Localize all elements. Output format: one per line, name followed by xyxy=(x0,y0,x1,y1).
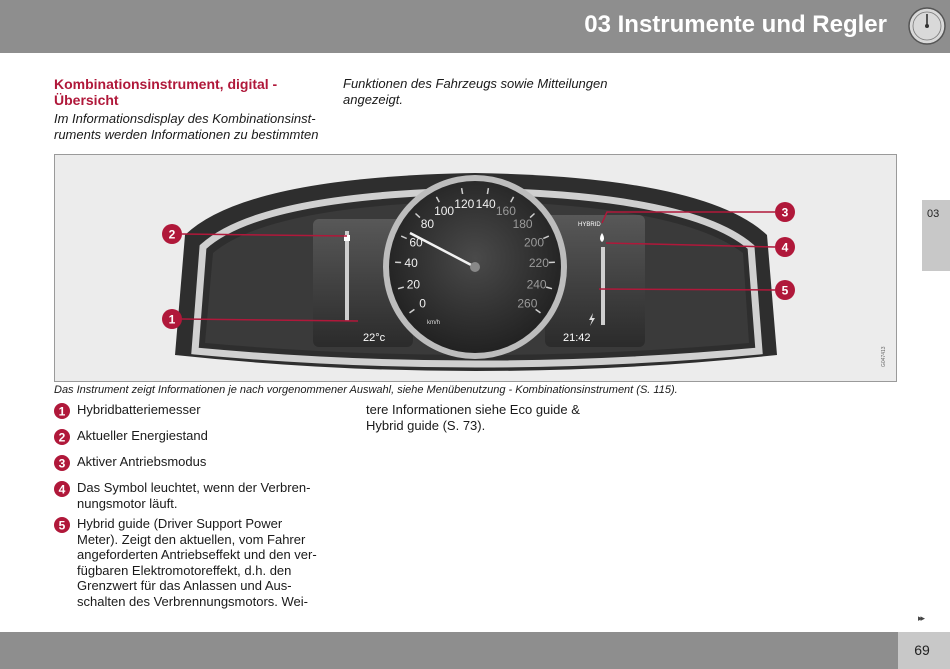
chapter-title: 03 Instrumente und Regler xyxy=(584,11,887,38)
speed-tick-mark xyxy=(546,286,553,290)
footer-page-box xyxy=(898,632,950,669)
speed-tick-mark xyxy=(397,286,404,290)
svg-text:1: 1 xyxy=(169,313,176,327)
legend-text: Aktiver Antriebsmodus xyxy=(77,454,207,469)
temperature-readout: 22°c xyxy=(363,332,386,344)
svg-text:4: 4 xyxy=(59,482,66,496)
needle-hub xyxy=(470,262,480,272)
svg-text:2: 2 xyxy=(59,430,66,444)
number-badge-icon: 2 xyxy=(54,429,70,445)
number-badge-icon: 3 xyxy=(54,455,70,471)
speed-tick-label: 0 xyxy=(419,297,426,311)
speed-tick-label: 40 xyxy=(404,256,418,270)
lightning-icon xyxy=(589,313,595,326)
speed-tick-label: 160 xyxy=(496,204,516,218)
speedometer-needle xyxy=(409,231,476,269)
svg-text:4: 4 xyxy=(782,241,789,255)
speed-tick-mark xyxy=(543,235,550,240)
speed-tick-label: 80 xyxy=(421,217,435,231)
cluster-chrome-rim xyxy=(191,187,763,368)
speed-tick-label: 180 xyxy=(513,217,533,231)
speed-tick-mark xyxy=(535,308,541,314)
legend-text: Hybridbatteriemesser xyxy=(77,402,201,417)
callout-badge-1: 1 xyxy=(162,309,182,329)
speed-tick-mark xyxy=(409,308,415,314)
combustion-engine-icon xyxy=(600,233,604,242)
speed-tick-label: 200 xyxy=(524,235,544,249)
speed-tick-label: 240 xyxy=(527,277,547,291)
callout-line-4 xyxy=(605,242,776,248)
svg-text:3: 3 xyxy=(59,456,66,470)
callout-badge-3: 3 xyxy=(775,202,795,222)
image-code: G047413 xyxy=(881,346,887,367)
callout-badge-4: 4 xyxy=(775,237,795,257)
speed-tick-label: 20 xyxy=(407,277,421,291)
hybrid-guide-bar xyxy=(601,247,605,325)
speedometer-icon xyxy=(908,7,946,45)
speed-tick-mark xyxy=(400,235,407,240)
number-badge-icon: 5 xyxy=(54,517,70,533)
speed-tick-mark xyxy=(435,196,440,203)
callout-line-3 xyxy=(601,211,775,224)
page-number: 69 xyxy=(914,642,930,658)
clock-readout: 21:42 xyxy=(563,332,591,344)
intro-text-left: Im Informationsdisplay des Kombinationsi… xyxy=(54,111,319,142)
double-arrow-right-icon: ▸▸ xyxy=(918,613,925,623)
svg-text:5: 5 xyxy=(782,284,789,298)
callout-badge-2: 2 xyxy=(162,224,182,244)
chapter-header-bar xyxy=(0,0,950,53)
speed-tick-mark xyxy=(529,212,536,219)
energy-level-marker xyxy=(344,235,350,241)
callout-line-2 xyxy=(181,233,348,237)
continued-text: tere Informationen siehe Eco guide & Hyb… xyxy=(366,402,580,433)
speed-tick-mark xyxy=(510,196,515,203)
number-badge-icon: 4 xyxy=(54,481,70,497)
right-display-panel xyxy=(545,215,645,347)
chapter-side-tab xyxy=(922,200,950,271)
figure-caption: Das Instrument zeigt Informationen je na… xyxy=(54,384,678,396)
intro-text-right: Funktionen des Fahrzeugs sowie Mitteilun… xyxy=(343,76,608,107)
battery-meter-bar xyxy=(345,231,349,321)
section-heading: Kombinationsinstrument, digital - Übersi… xyxy=(54,76,278,108)
callout-badge-5: 5 xyxy=(775,280,795,300)
drive-mode-label: HYBRID xyxy=(578,222,601,228)
speed-unit-label: km/h xyxy=(427,320,440,326)
speed-tick-mark xyxy=(414,212,421,219)
speed-tick-label: 140 xyxy=(476,197,496,211)
speed-tick-mark xyxy=(460,187,464,195)
speed-tick-mark xyxy=(486,187,490,195)
speed-tick-label: 220 xyxy=(529,256,549,270)
footer-bar xyxy=(0,632,898,669)
svg-text:3: 3 xyxy=(782,206,789,220)
svg-text:5: 5 xyxy=(59,518,66,532)
chapter-side-tab-label: 03 xyxy=(927,208,940,220)
speed-tick-label: 120 xyxy=(454,197,474,211)
svg-text:1: 1 xyxy=(59,404,66,418)
callout-line-1 xyxy=(181,318,359,322)
legend-text: Aktueller Energiestand xyxy=(77,428,208,443)
speed-tick-label: 260 xyxy=(517,297,537,311)
number-badge-icon: 1 xyxy=(54,403,70,419)
legend-text: Das Symbol leuchtet, wenn der Verbren-nu… xyxy=(77,480,311,511)
callout-line-5 xyxy=(598,288,776,291)
legend-text: Hybrid guide (Driver Support Power Meter… xyxy=(77,516,317,609)
speed-tick-label: 100 xyxy=(434,204,454,218)
svg-text:2: 2 xyxy=(169,228,176,242)
